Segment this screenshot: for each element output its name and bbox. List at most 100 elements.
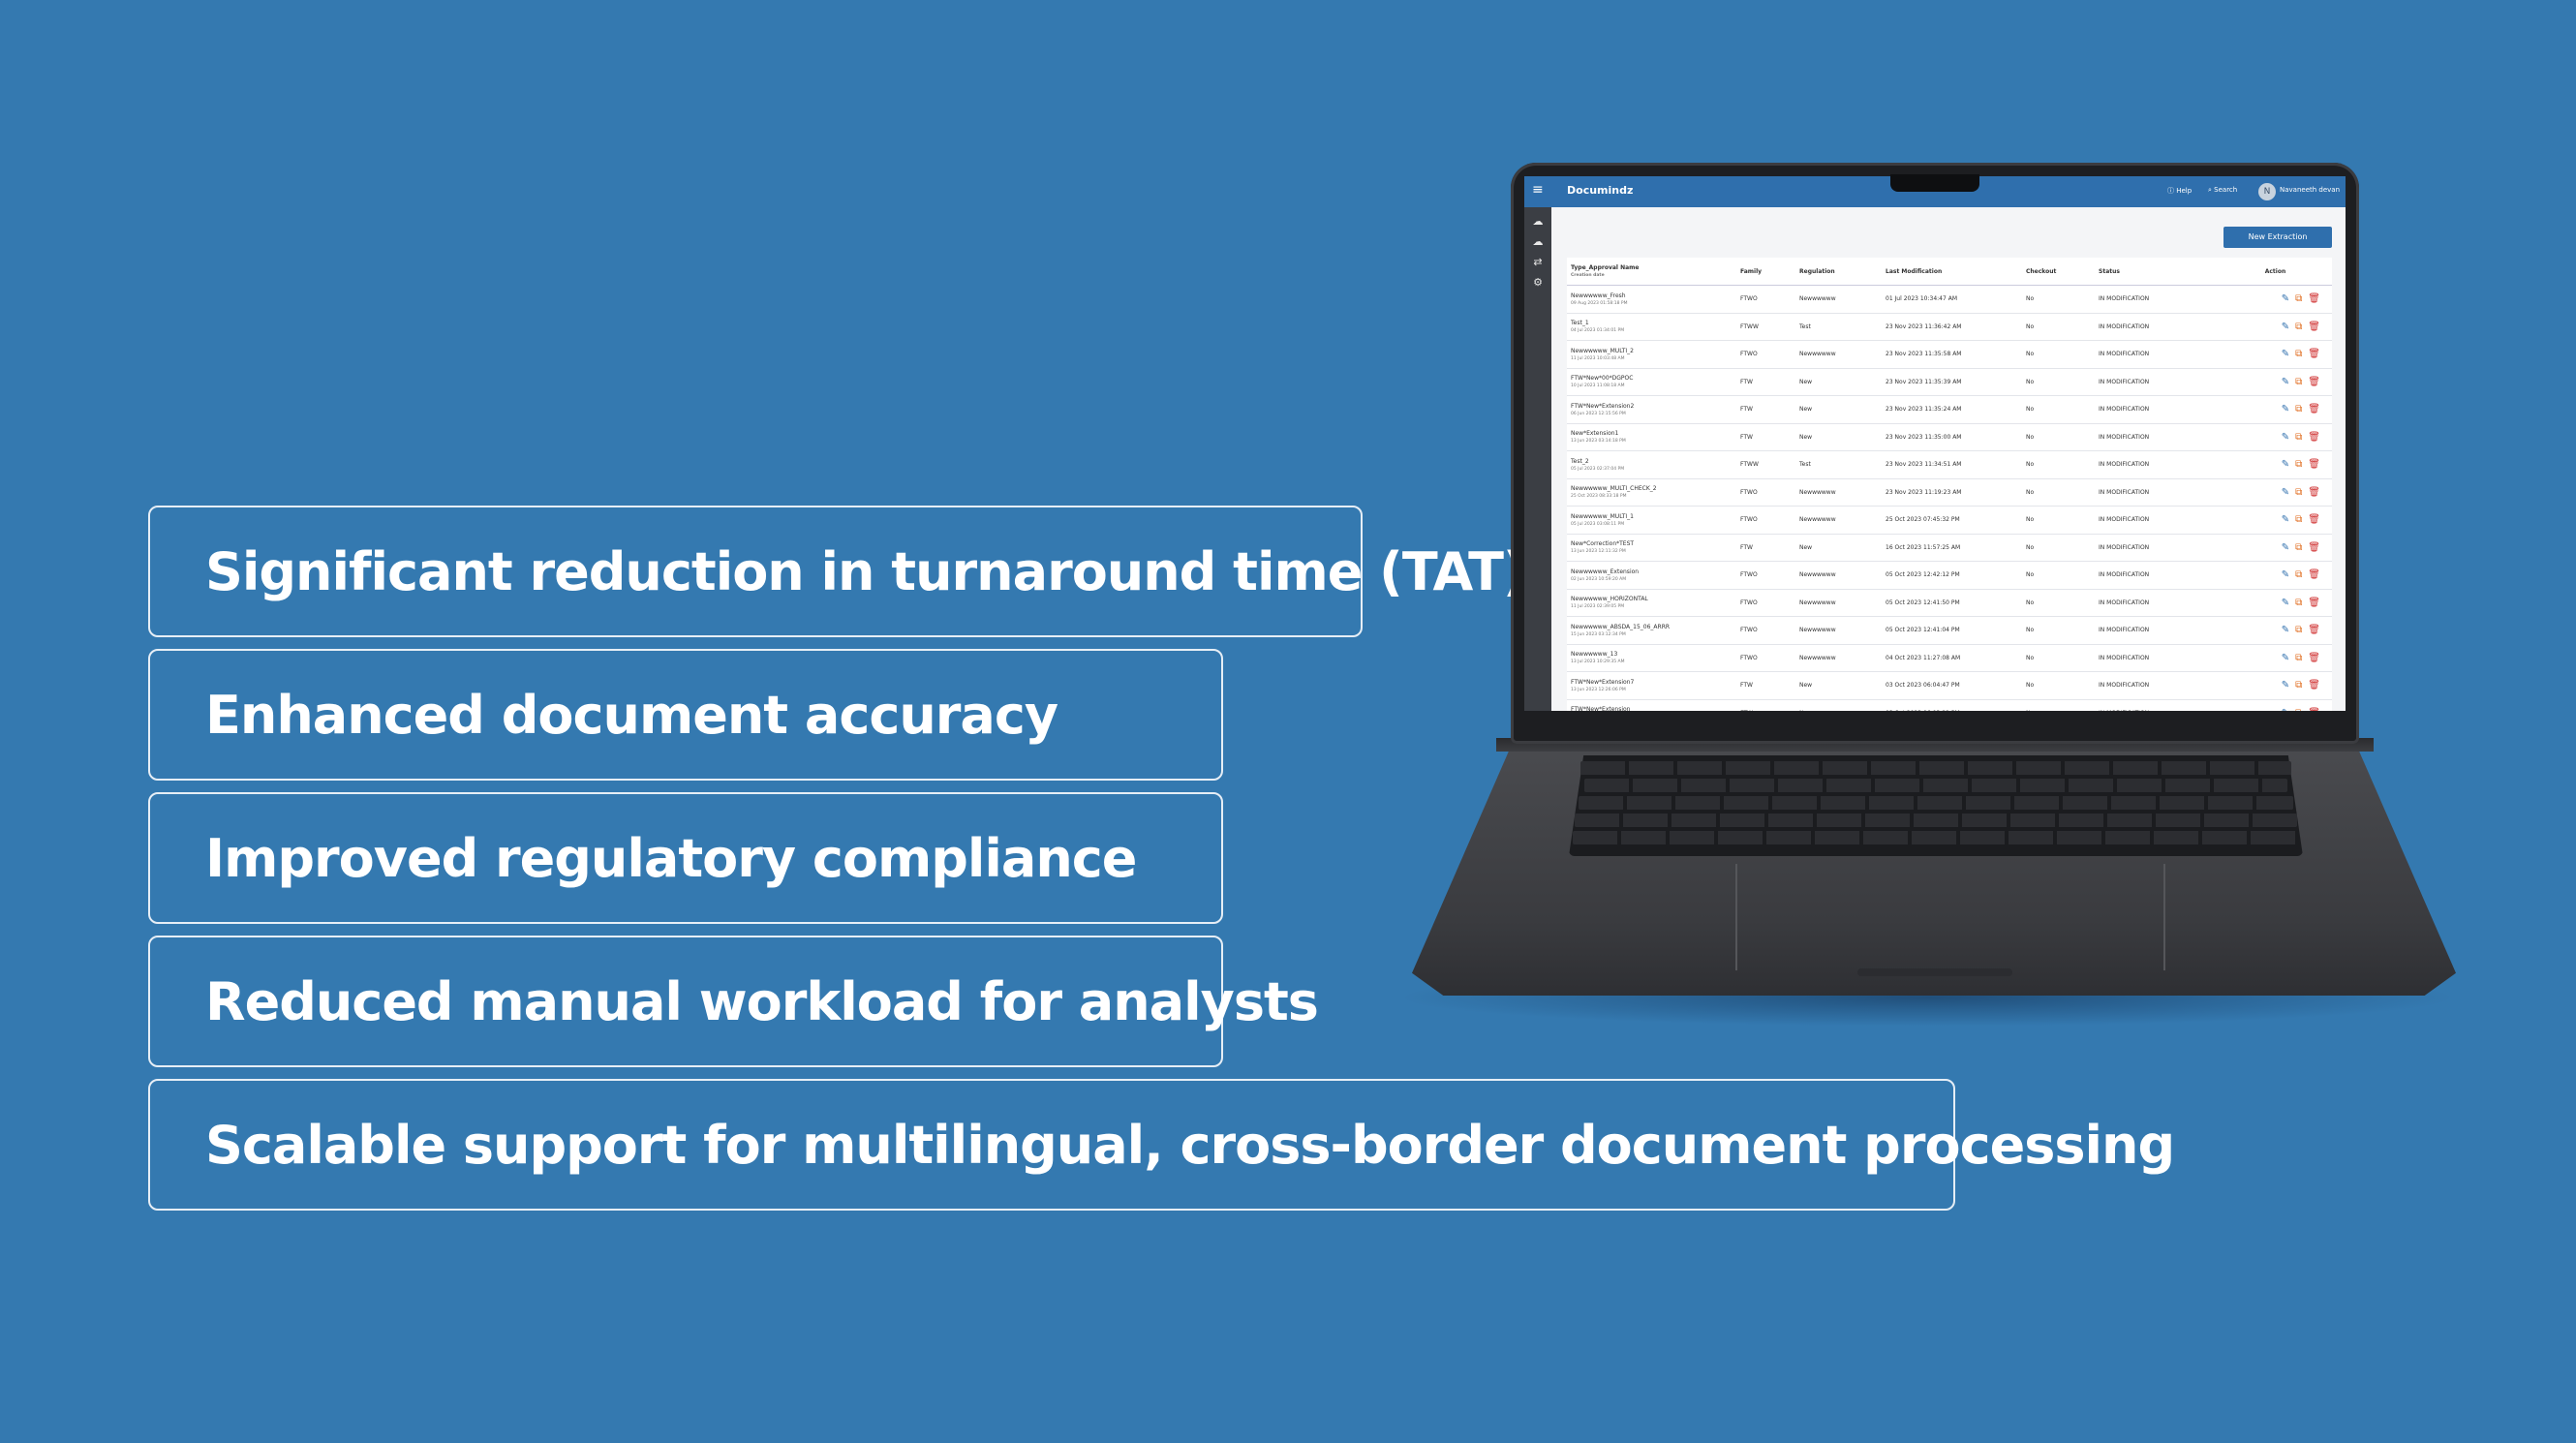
pencil-icon[interactable]: ✎ [2281,459,2290,471]
gear-icon[interactable]: ⚙ [1533,276,1543,289]
col-last-modification[interactable]: Last Modification [1882,258,2022,286]
row-date: 06 Jun 2023 12:15:56 PM [1571,411,1626,416]
trash-icon[interactable]: 🗑 [2308,514,2320,526]
pencil-icon[interactable]: ✎ [2281,652,2290,663]
cell-regulation: Newwwwww [1795,644,1882,672]
crop-icon[interactable]: ⧉ [2295,597,2303,608]
key-row [1575,814,2297,827]
cloud-icon[interactable]: ☁ [1532,235,1544,248]
pencil-icon[interactable]: ✎ [2281,541,2290,553]
trash-icon[interactable]: 🗑 [2308,680,2320,691]
trash-icon[interactable]: 🗑 [2308,404,2320,415]
pencil-icon[interactable]: ✎ [2281,376,2290,387]
col-status[interactable]: Status [2095,258,2216,286]
pencil-icon[interactable]: ✎ [2281,597,2290,608]
search-link[interactable]: ⌕ Search [2208,186,2238,194]
trash-icon[interactable]: 🗑 [2308,376,2320,387]
crop-icon[interactable]: ⧉ [2295,376,2303,387]
cell-status: IN MODIFICATION [2095,699,2216,711]
trash-icon[interactable]: 🗑 [2308,541,2320,553]
pencil-icon[interactable]: ✎ [2281,431,2290,443]
key-row [1580,761,2291,775]
pencil-icon[interactable]: ✎ [2281,321,2290,332]
crop-icon[interactable]: ⧉ [2295,486,2303,498]
cell-family: FTWO [1736,340,1795,369]
crop-icon[interactable]: ⧉ [2295,514,2303,526]
crop-icon[interactable]: ⧉ [2295,652,2303,663]
cell-actions: ✎ ⧉ 🗑 [2216,450,2332,479]
crop-icon[interactable]: ⧉ [2295,541,2303,553]
pencil-icon[interactable]: ✎ [2281,349,2290,360]
cell-last-modification: 04 Oct 2023 11:27:08 AM [1882,644,2022,672]
pencil-icon[interactable]: ✎ [2281,404,2290,415]
cell-last-modification: 23 Nov 2023 11:34:51 AM [1882,450,2022,479]
crop-icon[interactable]: ⧉ [2295,625,2303,636]
cell-actions: ✎ ⧉ 🗑 [2216,395,2332,424]
crop-icon[interactable]: ⧉ [2295,459,2303,471]
menu-icon[interactable]: ≡ [1532,182,1544,198]
cell-checkout: No [2022,616,2095,645]
pencil-icon[interactable]: ✎ [2281,293,2290,305]
pencil-icon[interactable]: ✎ [2281,625,2290,636]
row-name: Newwwwww_MULTI_2 [1571,347,1634,354]
trash-icon[interactable]: 🗑 [2308,569,2320,581]
cell-actions: ✎ ⧉ 🗑 [2216,506,2332,535]
new-extraction-button[interactable]: New Extraction [2223,227,2332,248]
pencil-icon[interactable]: ✎ [2281,514,2290,526]
pencil-icon[interactable]: ✎ [2281,486,2290,498]
crop-icon[interactable]: ⧉ [2295,708,2302,711]
row-date: 09 Aug 2023 01:58:18 PM [1571,300,1628,306]
help-link[interactable]: ⓘ Help [2167,187,2193,195]
arrows-icon[interactable]: ⇄ [1533,256,1543,268]
crop-icon[interactable]: ⧉ [2295,569,2303,581]
crop-icon[interactable]: ⧉ [2295,431,2303,443]
trash-icon[interactable]: 🗑 [2308,708,2320,711]
cell-status: IN MODIFICATION [2095,340,2216,369]
pencil-icon[interactable]: ✎ [2282,708,2289,711]
crop-icon[interactable]: ⧉ [2295,680,2303,691]
trash-icon[interactable]: 🗑 [2308,293,2320,305]
crop-icon[interactable]: ⧉ [2295,321,2303,332]
trash-icon[interactable]: 🗑 [2308,349,2320,360]
trash-icon[interactable]: 🗑 [2308,459,2320,471]
trash-icon[interactable]: 🗑 [2308,597,2320,608]
crop-icon[interactable]: ⧉ [2295,404,2303,415]
cell-last-modification: 23 Nov 2023 11:35:58 AM [1882,340,2022,369]
table-row[interactable]: FTW*New*Extension05 Jun 2023 03:13:30 PM… [1567,699,2332,711]
pencil-icon[interactable]: ✎ [2281,680,2290,691]
crop-icon[interactable]: ⧉ [2295,349,2303,360]
col-family[interactable]: Family [1736,258,1795,286]
cloud-upload-icon[interactable]: ☁ [1532,215,1544,228]
cell-last-modification: 01 Jul 2023 10:34:47 AM [1882,285,2022,314]
trash-icon[interactable]: 🗑 [2308,486,2320,498]
trash-icon[interactable]: 🗑 [2308,431,2320,443]
trash-icon[interactable]: 🗑 [2308,625,2320,636]
row-date: 15 Jun 2023 03:12:34 PM [1571,631,1626,637]
col-regulation[interactable]: Regulation [1795,258,1882,286]
trash-icon[interactable]: 🗑 [2308,652,2320,663]
pencil-icon[interactable]: ✎ [2281,569,2290,581]
user-name[interactable]: Navaneeth devan [2280,186,2341,194]
trash-icon[interactable]: 🗑 [2308,321,2320,332]
cell-family: FTW [1736,699,1795,711]
avatar[interactable]: N [2258,183,2276,200]
crop-icon[interactable]: ⧉ [2295,293,2303,305]
col-checkout[interactable]: Checkout [2022,258,2095,286]
